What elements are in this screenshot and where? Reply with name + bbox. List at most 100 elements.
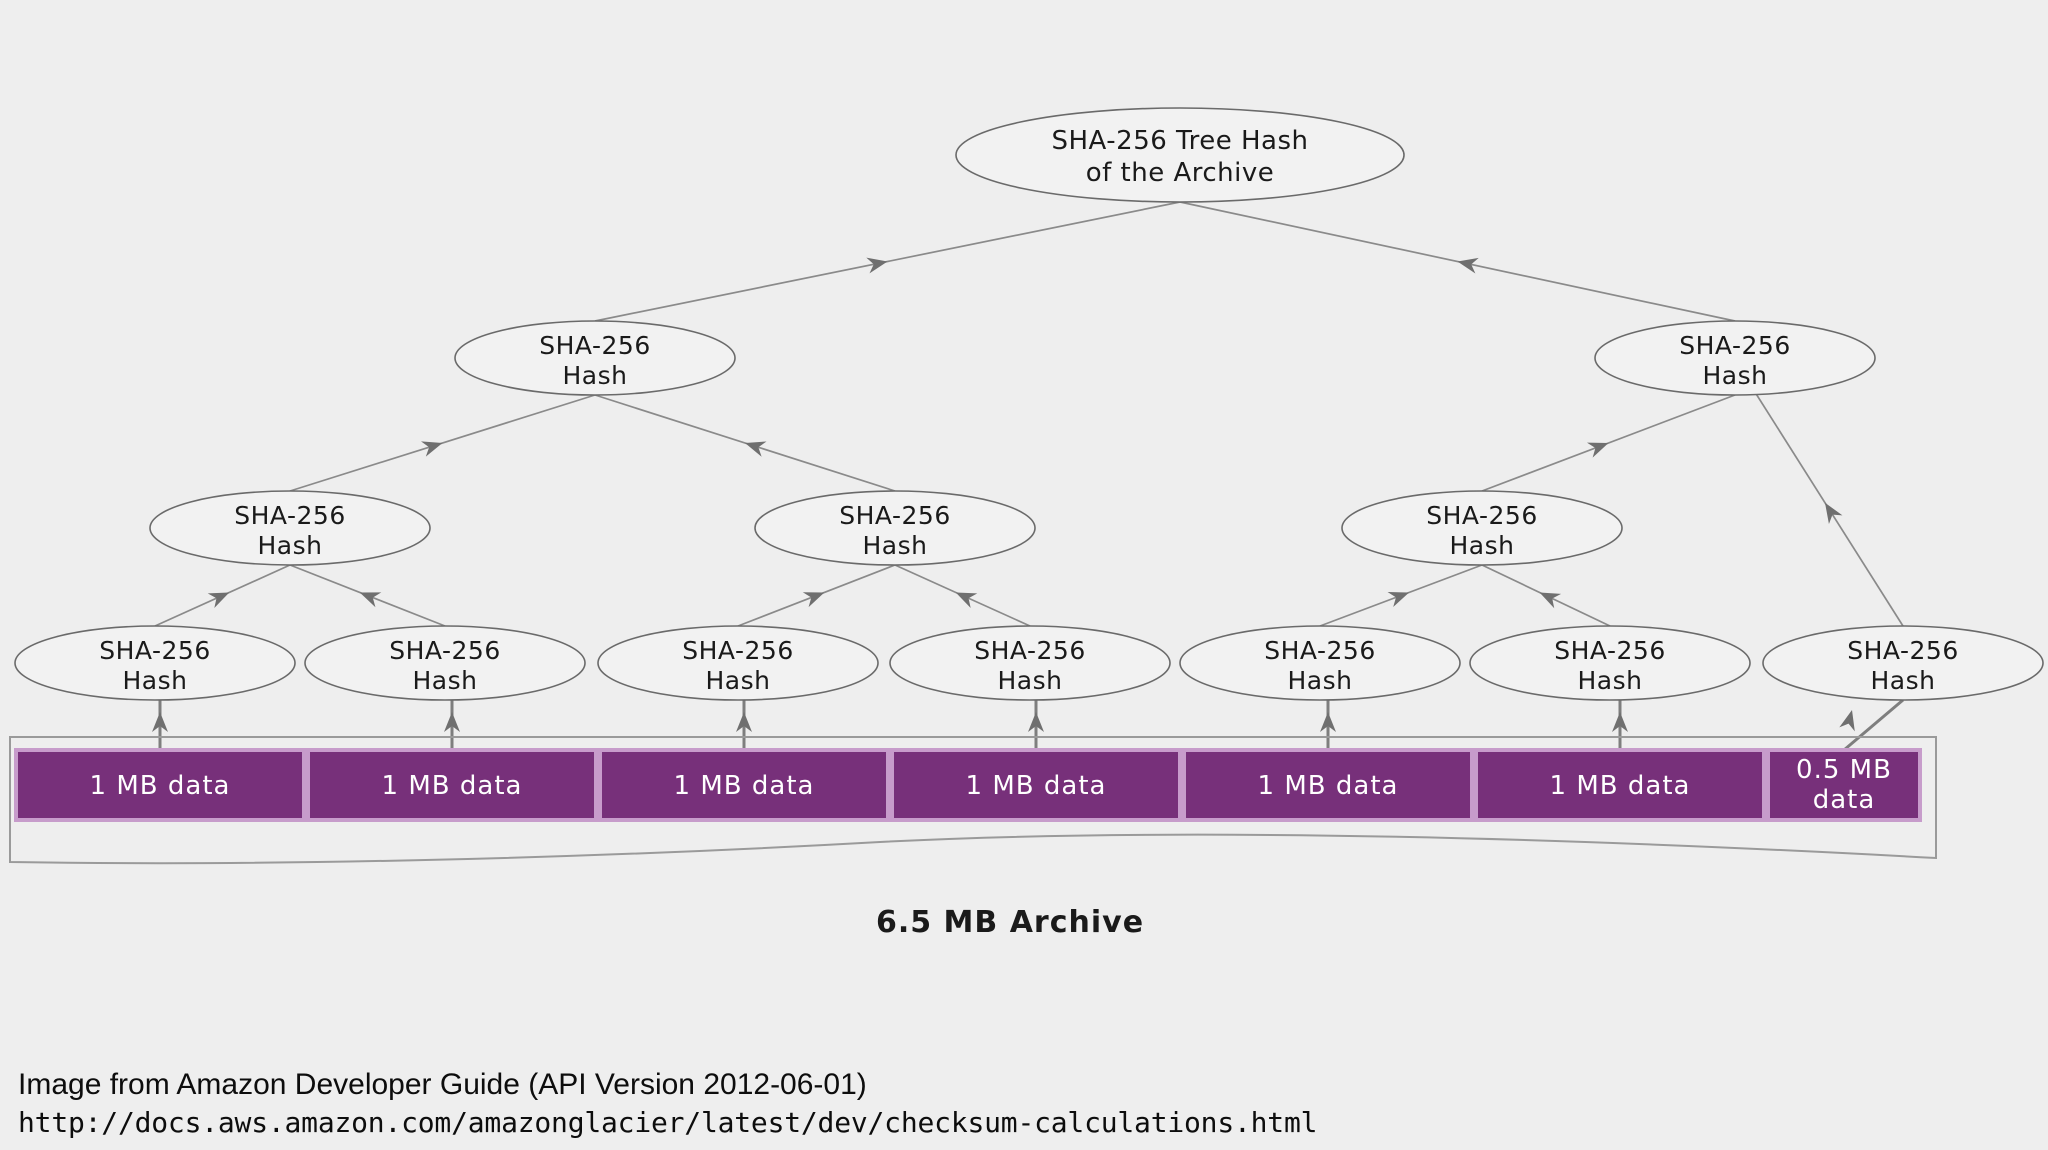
node-ellipse xyxy=(1179,625,1461,701)
node-label-line1: SHA-256 xyxy=(1264,636,1375,665)
node-ellipse xyxy=(149,490,431,566)
node-label-line2: Hash xyxy=(258,531,323,560)
data-block-rect xyxy=(1766,748,1922,822)
node-label-line2: Hash xyxy=(563,361,628,390)
data-block-label: 1 MB data xyxy=(90,771,231,801)
edges-layer xyxy=(152,201,1904,752)
archive-size-label: 6.5 MB Archive xyxy=(876,905,1144,940)
node-ellipse xyxy=(889,625,1171,701)
node-label-line2: Hash xyxy=(1871,666,1936,695)
node-label-line2: Hash xyxy=(706,666,771,695)
arrowhead-icon xyxy=(1320,712,1336,732)
block-to-hash-edge xyxy=(1843,698,1904,752)
node-label-line1: SHA-256 xyxy=(839,501,950,530)
data-block-label-line1: 0.5 MB xyxy=(1796,755,1892,785)
archive-outline xyxy=(9,736,1937,865)
node-ellipse xyxy=(1762,625,2044,701)
node-label-line2: Hash xyxy=(413,666,478,695)
data-block-label: 1 MB data xyxy=(674,771,815,801)
arrowhead-icon xyxy=(866,257,888,274)
node-ellipse xyxy=(1341,490,1623,566)
arrowhead-icon xyxy=(1457,257,1479,274)
node-label-line1: SHA-256 xyxy=(1554,636,1665,665)
data-block: 1 MB data xyxy=(1474,748,1766,822)
node-ellipse xyxy=(1594,320,1876,396)
data-block-label: 1 MB data xyxy=(382,771,523,801)
arrowhead-icon xyxy=(1539,592,1562,609)
arrowhead-icon xyxy=(745,441,767,457)
node-ellipse xyxy=(14,625,296,701)
arrowhead-icon xyxy=(1825,502,1843,524)
node-label-line1: SHA-256 xyxy=(99,636,210,665)
arrowhead-icon xyxy=(955,592,978,608)
archive-outline-layer: 6.5 MB Archive xyxy=(9,736,1937,940)
node-ellipse xyxy=(1469,625,1751,701)
arrowhead-icon xyxy=(207,592,230,608)
arrowhead-icon xyxy=(444,712,460,732)
node-label-line1: SHA-256 xyxy=(1847,636,1958,665)
caption-url-line[interactable]: http://docs.aws.amazon.com/amazonglacier… xyxy=(18,1105,1318,1139)
tree-hash-svg: 1 MB data 1 MB data 1 MB data 1 MB data 1 MB… xyxy=(9,107,2044,940)
caption-source-line: Image from Amazon Developer Guide (API V… xyxy=(18,1068,867,1101)
data-block-label-line2: data xyxy=(1813,785,1876,815)
data-block: 1 MB data xyxy=(890,748,1182,822)
data-block-rect xyxy=(14,748,306,822)
node-label-line1: SHA-256 xyxy=(1426,501,1537,530)
node-label-line1: SHA-256 Tree Hash xyxy=(1052,126,1309,156)
node-label-line2: Hash xyxy=(1450,531,1515,560)
node-label-line1: SHA-256 xyxy=(234,501,345,530)
node-label-line2: Hash xyxy=(1703,361,1768,390)
arrowhead-icon xyxy=(1586,442,1609,458)
data-block: 1 MB data xyxy=(598,748,890,822)
node-ellipse xyxy=(754,490,1036,566)
node-label-line2: Hash xyxy=(1578,666,1643,695)
data-block: 1 MB data xyxy=(306,748,598,822)
data-block-label: 1 MB data xyxy=(1258,771,1399,801)
data-block-label: 1 MB data xyxy=(966,771,1107,801)
arrowhead-icon xyxy=(152,712,168,732)
data-block: 1 MB data xyxy=(1182,748,1474,822)
arrowhead-icon xyxy=(1028,712,1044,732)
node-label-line1: SHA-256 xyxy=(389,636,500,665)
data-block-rect xyxy=(306,748,598,822)
data-block-label: 1 MB data xyxy=(1550,771,1691,801)
arrowhead-icon xyxy=(359,592,382,608)
node-label-line1: SHA-256 xyxy=(974,636,1085,665)
node-label-line1: SHA-256 xyxy=(682,636,793,665)
node-ellipse xyxy=(304,625,586,701)
data-block-rect xyxy=(1474,748,1766,822)
arrowhead-icon xyxy=(1387,592,1410,607)
node-ellipse xyxy=(955,107,1405,203)
data-block-rect xyxy=(1182,748,1474,822)
node-ellipse xyxy=(454,320,736,396)
node-label-line2: Hash xyxy=(1288,666,1353,695)
arrowhead-icon xyxy=(421,441,443,457)
data-block-rect xyxy=(890,748,1182,822)
arrowhead-icon xyxy=(1612,712,1628,732)
node-label-line1: SHA-256 xyxy=(539,331,650,360)
node-ellipse xyxy=(597,625,879,701)
node-label-line2: Hash xyxy=(863,531,928,560)
arrowhead-icon xyxy=(802,592,825,608)
arrowhead-icon xyxy=(1839,710,1855,732)
data-blocks-layer: 1 MB data 1 MB data 1 MB data 1 MB data 1 MB… xyxy=(14,748,1922,822)
caption: Image from Amazon Developer Guide (API V… xyxy=(18,1068,2028,1139)
node-label-line2: Hash xyxy=(998,666,1063,695)
data-block: 1 MB data xyxy=(14,748,306,822)
arrowhead-icon xyxy=(736,712,752,732)
